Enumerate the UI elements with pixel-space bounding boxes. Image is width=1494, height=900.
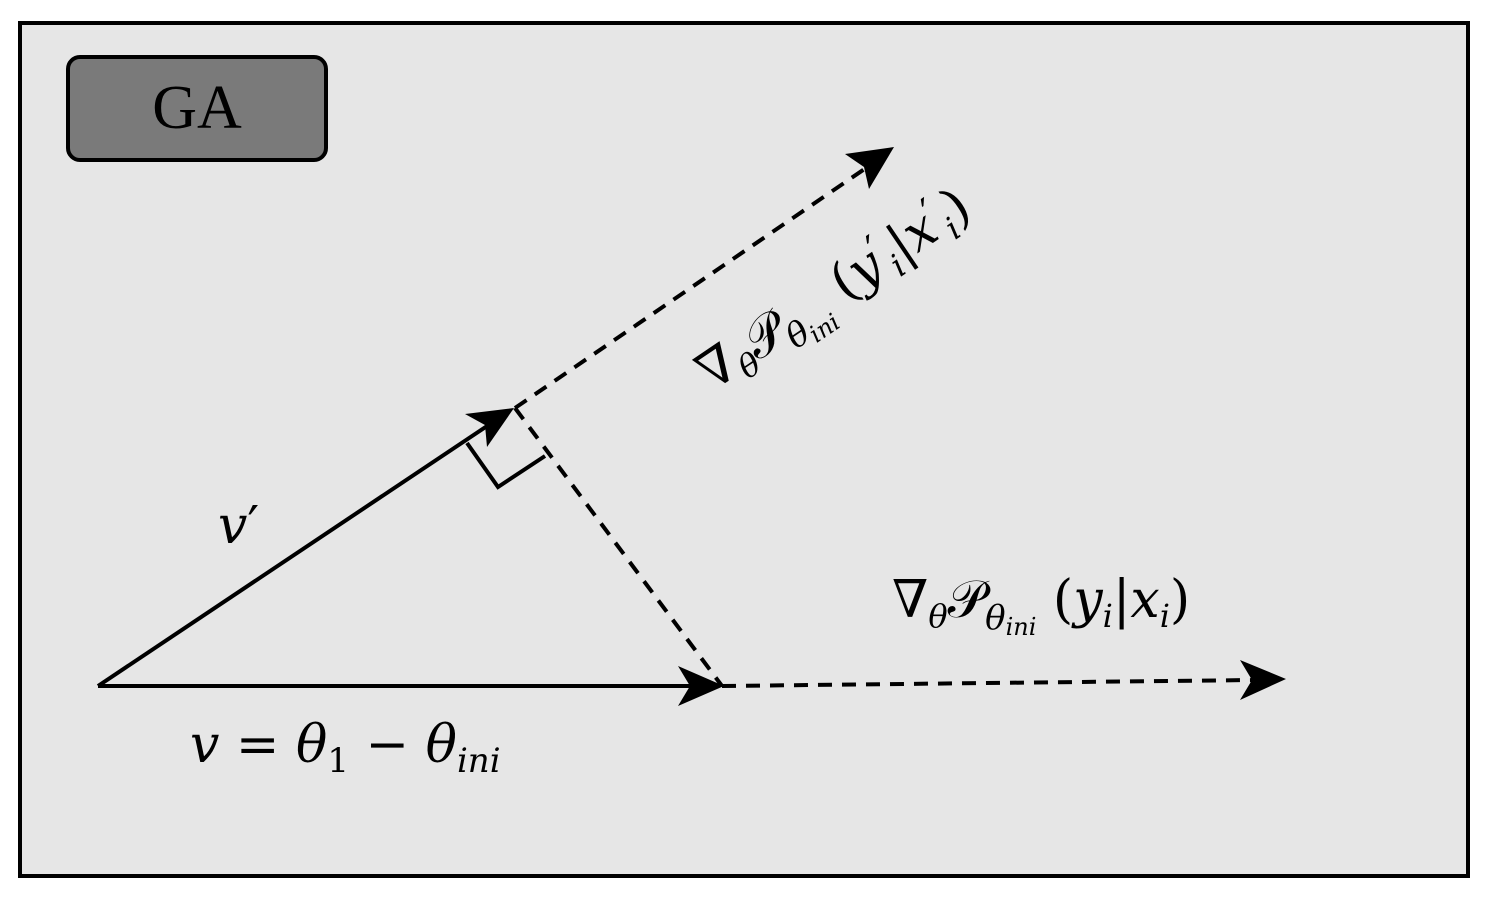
gradient-arrowhead	[1240, 660, 1286, 700]
vector-v-prime-line	[96, 410, 510, 688]
panel-frame	[18, 21, 1470, 878]
gradient-prime-arrowhead	[845, 147, 894, 189]
projection-dashed-line	[513, 406, 724, 688]
ga-badge-label: GA	[152, 74, 242, 142]
vector-v-prime-arrowhead	[465, 408, 514, 447]
label-gradient: ∇θ𝒫θini (yi|xi)	[892, 570, 1190, 641]
label-v-prime: v′	[218, 496, 259, 556]
label-v-definition: v = θ1 − θini	[190, 715, 501, 781]
vector-v-arrowhead	[678, 666, 724, 706]
ga-badge	[66, 55, 328, 162]
right-angle-marker	[465, 441, 547, 490]
gradient-dashed-line	[721, 678, 1257, 688]
